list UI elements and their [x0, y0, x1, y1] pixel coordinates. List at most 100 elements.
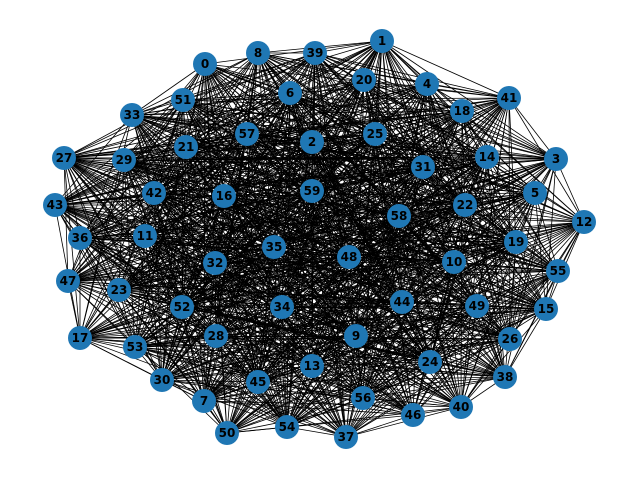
edge-12-44 [401, 221, 585, 303]
edge-33-34 [131, 114, 283, 308]
edge-53-54 [134, 346, 288, 428]
edge-34-43 [54, 204, 283, 308]
edge-39-41 [314, 52, 510, 99]
node-12: 12 [572, 210, 596, 234]
edge-23-27 [63, 157, 120, 291]
edge-27-55 [63, 157, 559, 272]
edge-1-23 [118, 40, 383, 291]
edge-43-46 [54, 204, 414, 416]
edge-22-52 [181, 204, 466, 308]
edge-27-51 [63, 99, 184, 159]
edge-49-50 [226, 305, 478, 434]
edge-23-56 [118, 289, 364, 399]
node-37: 37 [334, 425, 358, 449]
edge-25-51 [182, 99, 376, 135]
edge-57-59 [246, 133, 313, 192]
edge-43-53 [54, 204, 136, 348]
edge-46-51 [182, 99, 414, 416]
edge-25-32 [214, 133, 376, 264]
edge-13-26 [311, 338, 511, 367]
edge-25-49 [374, 133, 478, 307]
node-7: 7 [192, 389, 216, 413]
edge-32-48 [214, 256, 350, 264]
edge-15-58 [398, 215, 547, 310]
node-39: 39 [303, 41, 327, 65]
edge-45-53 [134, 346, 259, 383]
edge-35-53 [134, 246, 275, 348]
node-29: 29 [112, 148, 136, 172]
node-label: 45 [250, 375, 267, 389]
edge-35-36 [79, 237, 275, 248]
edge-22-26 [464, 204, 511, 340]
node-23: 23 [107, 278, 131, 302]
node-circle [544, 147, 568, 171]
node-5: 5 [523, 181, 547, 205]
node-circle [418, 350, 442, 374]
edge-39-58 [314, 52, 400, 217]
node-circle [411, 155, 435, 179]
node-circle [465, 294, 489, 318]
edge-19-32 [214, 241, 517, 264]
edge-38-55 [504, 270, 559, 378]
node-label: 40 [453, 400, 470, 414]
node-label: 48 [341, 250, 358, 264]
edge-17-27 [63, 157, 81, 339]
node-label: 27 [56, 151, 73, 165]
node-2: 2 [300, 130, 324, 154]
node-label: 54 [279, 420, 296, 434]
edge-28-38 [215, 335, 506, 378]
edge-24-29 [123, 159, 431, 363]
node-circle [497, 86, 521, 110]
edge-51-53 [134, 99, 184, 348]
edge-31-47 [67, 166, 424, 282]
node-circle [351, 386, 375, 410]
edge-31-39 [314, 52, 424, 168]
node-circle [193, 52, 217, 76]
edge-16-51 [182, 99, 225, 197]
node-35: 35 [262, 235, 286, 259]
edge-52-57 [181, 133, 248, 308]
edge-29-46 [123, 159, 414, 416]
edge-29-55 [123, 159, 559, 272]
node-circle [120, 103, 144, 127]
edge-35-38 [273, 246, 506, 378]
node-circle [133, 224, 157, 248]
edge-39-46 [314, 52, 414, 416]
node-59: 59 [300, 179, 324, 203]
node-54: 54 [275, 415, 299, 439]
node-label: 0 [201, 57, 209, 71]
edge-26-32 [214, 262, 511, 340]
edge-18-26 [461, 110, 511, 340]
edge-35-50 [226, 246, 275, 434]
node-17: 17 [68, 326, 92, 350]
node-circle [415, 72, 439, 96]
node-label: 46 [405, 408, 422, 422]
node-label: 10 [446, 255, 463, 269]
node-53: 53 [123, 335, 147, 359]
node-16: 16 [212, 184, 236, 208]
node-label: 58 [391, 209, 408, 223]
node-18: 18 [450, 99, 474, 123]
edge-32-36 [79, 237, 216, 264]
node-circle [334, 425, 358, 449]
edge-53-56 [134, 346, 364, 399]
node-label: 49 [469, 299, 486, 313]
node-label: 41 [501, 91, 518, 105]
node-label: 13 [304, 359, 321, 373]
edge-24-39 [314, 52, 431, 363]
edge-38-59 [311, 190, 506, 378]
edge-25-41 [374, 97, 510, 135]
edge-39-51 [182, 52, 316, 101]
edge-35-39 [273, 52, 316, 248]
node-circle [142, 181, 166, 205]
edge-36-55 [79, 237, 559, 272]
edge-26-53 [134, 338, 511, 348]
node-circle [475, 145, 499, 169]
node-0: 0 [193, 52, 217, 76]
node-label: 15 [538, 302, 555, 316]
edge-20-29 [123, 79, 365, 161]
edge-56-57 [246, 133, 364, 399]
edge-51-52 [181, 99, 184, 308]
edge-42-45 [153, 192, 259, 383]
edge-31-33 [131, 114, 424, 168]
